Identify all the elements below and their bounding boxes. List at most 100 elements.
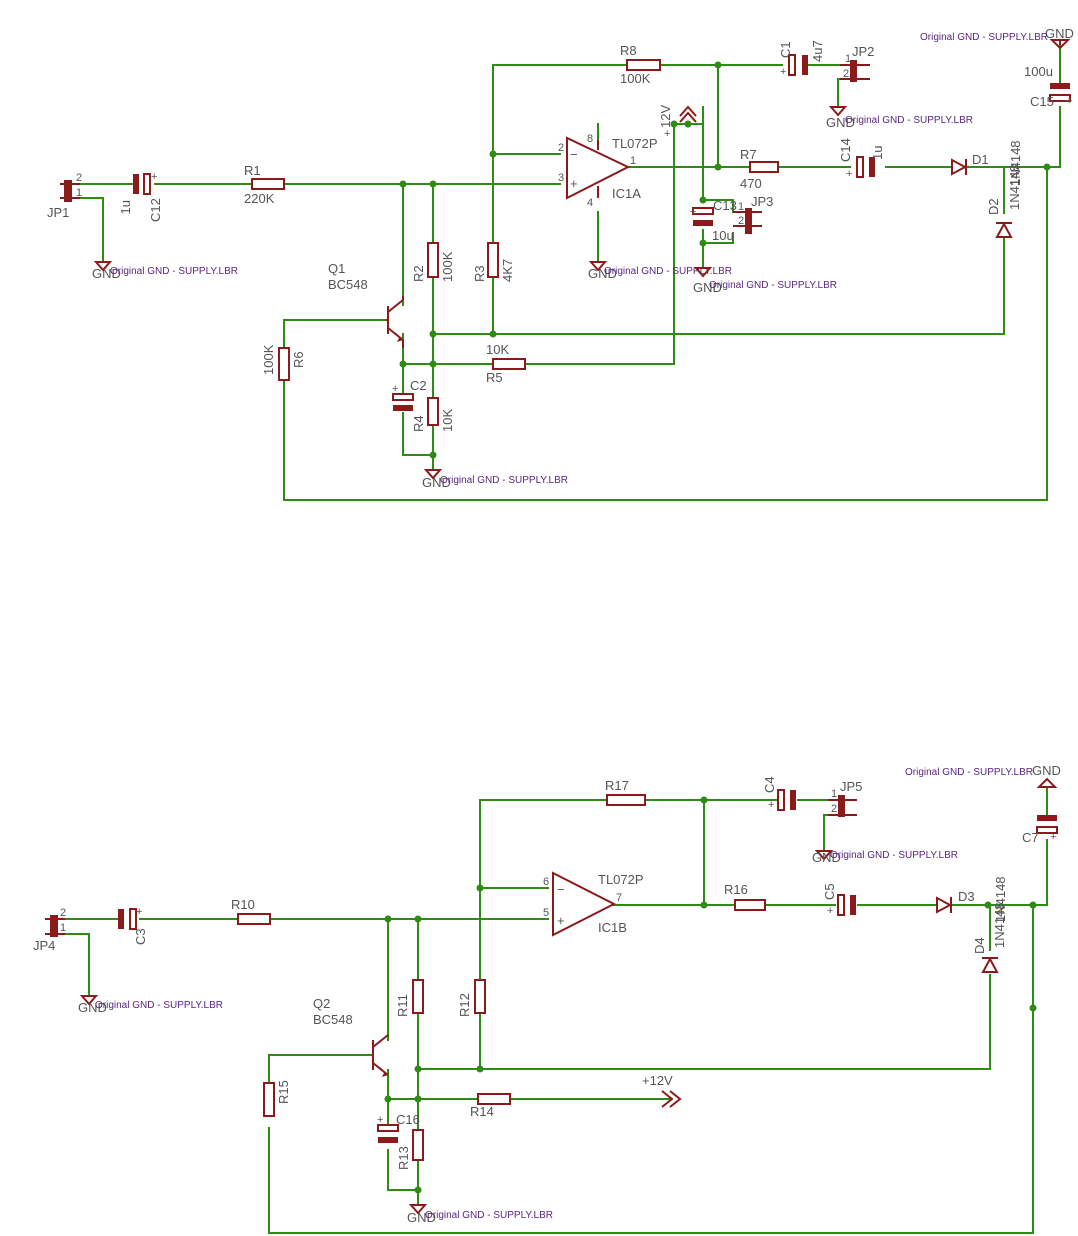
r7-resistor: R7 470 <box>740 147 779 191</box>
svg-text:1N4148: 1N4148 <box>992 902 1007 948</box>
svg-text:+12V: +12V <box>642 1073 673 1088</box>
svg-text:C14: C14 <box>838 138 853 162</box>
r17-resistor: R17 <box>605 778 646 806</box>
svg-text:GND: GND <box>92 266 121 281</box>
svg-text:IC1B: IC1B <box>598 920 627 935</box>
svg-text:R11: R11 <box>395 994 410 1017</box>
svg-text:BC548: BC548 <box>328 277 368 292</box>
svg-text:C1: C1 <box>778 41 793 58</box>
svg-text:2: 2 <box>60 907 66 919</box>
svg-text:+: + <box>1066 95 1072 107</box>
d2-diode: D2 1N4148 <box>986 164 1022 238</box>
r3-resistor: R3 4K7 <box>472 242 515 282</box>
svg-text:1: 1 <box>60 922 66 934</box>
top-supply-arrow: 12V + <box>658 105 697 140</box>
c2-capacitor: + C2 <box>392 378 427 411</box>
svg-text:+: + <box>570 176 578 191</box>
top-junctions <box>399 61 1051 459</box>
svg-text:D3: D3 <box>958 889 975 904</box>
gnd-symbol-c7: GND <box>1032 763 1061 788</box>
svg-text:IC1A: IC1A <box>612 186 641 201</box>
svg-text:5: 5 <box>543 907 549 919</box>
c15-capacitor: + 100u C15 <box>1024 64 1072 109</box>
svg-text:D4: D4 <box>972 937 987 954</box>
gnd-symbol-q1: GND Original GND - SUPPLY.LBR <box>422 469 568 490</box>
svg-text:GND: GND <box>407 1210 436 1225</box>
q1-transistor: Q1 BC548 <box>328 261 404 348</box>
svg-text:6: 6 <box>543 876 549 888</box>
svg-text:R6: R6 <box>291 351 306 368</box>
svg-text:−: − <box>557 882 565 897</box>
r14-resistor: R14 <box>470 1093 511 1119</box>
svg-text:GND: GND <box>826 115 855 130</box>
d4-diode: D4 1N4148 <box>972 902 1007 973</box>
svg-text:JP5: JP5 <box>840 779 862 794</box>
svg-text:Q2: Q2 <box>313 996 330 1011</box>
svg-text:JP3: JP3 <box>751 194 773 209</box>
svg-text:1: 1 <box>630 155 636 167</box>
svg-text:GND: GND <box>78 1000 107 1015</box>
svg-text:+: + <box>1050 831 1056 843</box>
r15-resistor: R15 <box>263 1080 291 1117</box>
svg-text:R15: R15 <box>276 1080 291 1104</box>
svg-text:C13: C13 <box>713 198 737 213</box>
r16-resistor: R16 <box>724 882 766 911</box>
svg-text:C2: C2 <box>410 378 427 393</box>
svg-text:100K: 100K <box>261 344 276 375</box>
svg-text:BC548: BC548 <box>313 1012 353 1027</box>
svg-text:470: 470 <box>740 176 762 191</box>
svg-text:1N4148: 1N4148 <box>1008 140 1023 186</box>
r1-resistor: R1 220K <box>244 163 285 206</box>
svg-text:4K7: 4K7 <box>500 259 515 282</box>
svg-text:100K: 100K <box>620 71 651 86</box>
svg-text:R1: R1 <box>244 163 261 178</box>
r6-resistor: 100K R6 <box>261 344 306 381</box>
svg-text:2: 2 <box>738 215 744 227</box>
jp5-connector: 1 2 JP5 <box>828 779 862 817</box>
gnd-symbol-jp1: GND Original GND - SUPPLY.LBR <box>92 261 238 281</box>
jp1-connector: 2 1 JP1 <box>47 172 82 220</box>
gnd-symbol-opamp: GND Original GND - SUPPLY.LBR <box>588 261 732 281</box>
svg-text:2: 2 <box>76 172 82 184</box>
svg-text:JP2: JP2 <box>852 44 874 59</box>
svg-text:100K: 100K <box>440 251 455 282</box>
opamp-ic1a: − + 2 3 8 4 1 TL072P IC1A <box>558 133 658 209</box>
svg-text:+: + <box>664 128 670 140</box>
svg-text:Original GND - SUPPLY.LBR: Original GND - SUPPLY.LBR <box>425 1210 553 1221</box>
svg-text:1: 1 <box>76 187 82 199</box>
svg-text:10K: 10K <box>486 342 509 357</box>
svg-text:+: + <box>136 906 142 918</box>
svg-text:C5: C5 <box>822 883 837 900</box>
svg-text:1: 1 <box>831 788 837 800</box>
svg-text:R14: R14 <box>470 1104 494 1119</box>
svg-text:C12: C12 <box>148 198 163 222</box>
d3-diode: D3 1N4148 <box>936 876 1008 922</box>
c16-capacitor: + C16 <box>377 1112 420 1143</box>
svg-text:R5: R5 <box>486 370 503 385</box>
svg-text:JP4: JP4 <box>33 938 55 953</box>
bottom-junctions <box>384 796 1037 1194</box>
svg-text:GND: GND <box>1032 763 1061 778</box>
svg-text:220K: 220K <box>244 191 275 206</box>
gnd-symbol-jp2: GND Original GND - SUPPLY.LBR <box>826 106 973 130</box>
c5-capacitor: + C5 <box>822 883 856 917</box>
svg-text:Original GND - SUPPLY.LBR: Original GND - SUPPLY.LBR <box>709 280 837 291</box>
bottom-circuit: 2 1 JP4 + C3 R10 R11 R12 R13 R14 R15 R16… <box>33 763 1061 1234</box>
svg-text:1u: 1u <box>870 146 885 160</box>
svg-text:D2: D2 <box>986 198 1001 215</box>
r4-resistor: R4 10K <box>411 397 455 432</box>
svg-text:R10: R10 <box>231 897 255 912</box>
r8-resistor: R8 100K <box>620 43 661 86</box>
svg-text:1N4148: 1N4148 <box>1007 164 1022 210</box>
svg-text:R7: R7 <box>740 147 757 162</box>
svg-text:10K: 10K <box>440 409 455 432</box>
r12-resistor: R12 <box>457 979 486 1017</box>
svg-text:1N4148: 1N4148 <box>993 876 1008 922</box>
svg-text:D1: D1 <box>972 152 989 167</box>
svg-text:4: 4 <box>587 197 593 209</box>
svg-text:2: 2 <box>558 142 564 154</box>
svg-text:8: 8 <box>587 133 593 145</box>
svg-text:2: 2 <box>843 68 849 80</box>
svg-text:Original GND - SUPPLY.LBR: Original GND - SUPPLY.LBR <box>95 1000 223 1011</box>
svg-text:−: − <box>570 147 578 162</box>
